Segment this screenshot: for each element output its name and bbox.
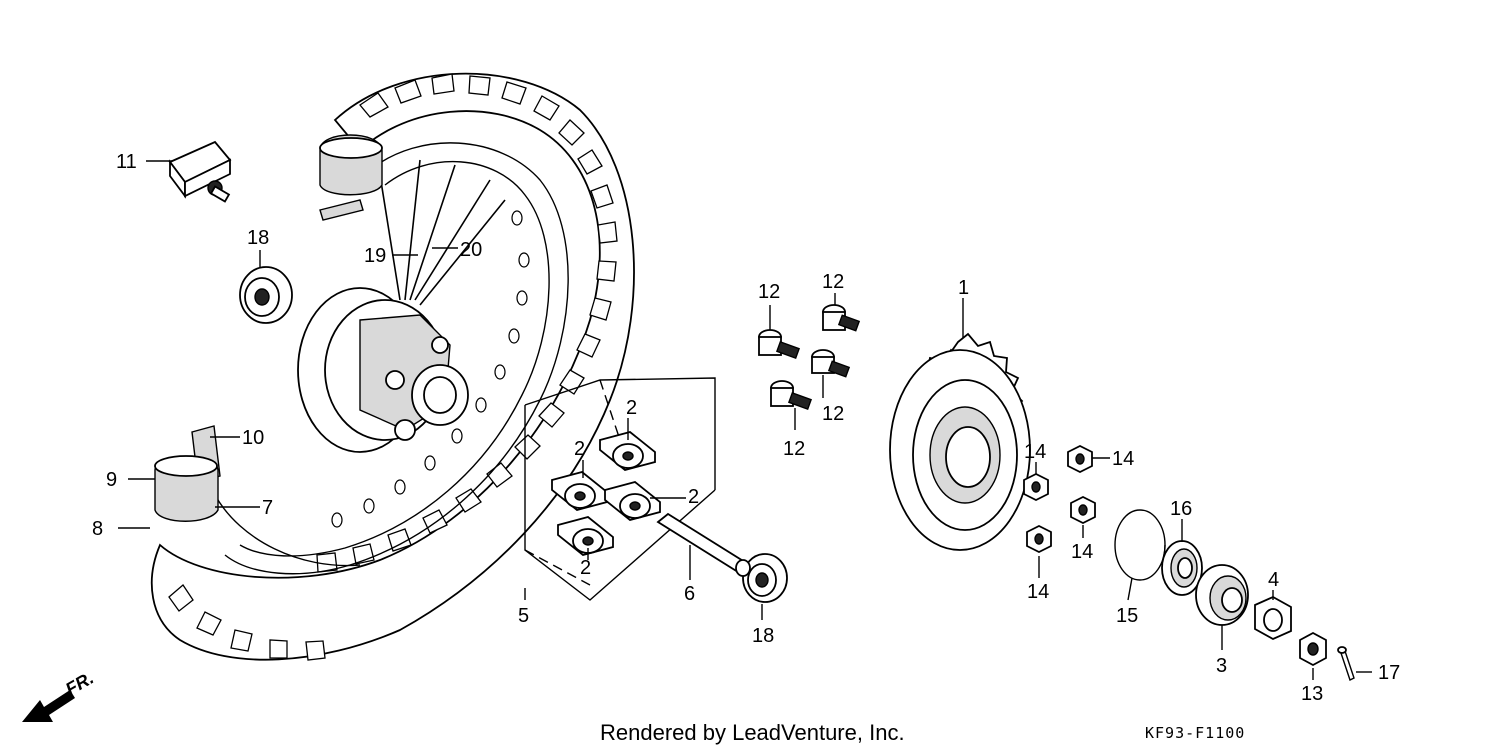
stud-2 [758, 329, 801, 360]
rim-band-upper [319, 199, 364, 221]
callout-5: 5 [518, 605, 529, 627]
tube-upper-opening [319, 137, 383, 159]
callout-14-b: 14 [1024, 441, 1046, 463]
flange [1195, 564, 1249, 626]
cotter-pin [1337, 646, 1355, 681]
sprocket [889, 332, 1031, 551]
callout-8: 8 [92, 518, 103, 540]
callout-18-left: 18 [247, 227, 269, 249]
tire-tread [168, 73, 618, 661]
damper-4 [557, 516, 614, 556]
nut-2 [1023, 472, 1049, 502]
callout-20: 20 [460, 239, 482, 261]
callout-12-b: 12 [822, 271, 844, 293]
rim-inner [239, 160, 550, 557]
stud-1 [822, 304, 861, 332]
callout-14-d: 14 [1027, 581, 1049, 603]
stud-4 [770, 380, 813, 411]
wheel-assembly [150, 72, 635, 661]
bearing-right [742, 553, 788, 603]
callout-9: 9 [106, 469, 117, 491]
damper-1 [599, 431, 656, 471]
nut-3 [1070, 495, 1096, 525]
front-arrow-icon [22, 690, 75, 722]
callout-12-a: 12 [758, 281, 780, 303]
nut-4 [1026, 524, 1052, 554]
callout-12-d: 12 [783, 438, 805, 460]
callout-7: 7 [262, 497, 273, 519]
callout-2-top: 2 [626, 397, 637, 419]
callout-2-bottom: 2 [580, 557, 591, 579]
castle-nut [1299, 631, 1327, 667]
bearing-left [239, 266, 293, 324]
callout-13: 13 [1301, 683, 1323, 705]
circlip [1114, 509, 1166, 581]
stud-3 [811, 349, 851, 378]
rim-band [214, 494, 361, 567]
tire [150, 72, 635, 661]
callout-10: 10 [242, 427, 264, 449]
front-direction-indicator: FR. [22, 668, 97, 722]
damper-2 [551, 471, 608, 511]
spokes [379, 159, 506, 306]
callout-17: 17 [1378, 662, 1400, 684]
callout-12-c: 12 [822, 403, 844, 425]
callout-18-right: 18 [752, 625, 774, 647]
callout-14-a: 14 [1112, 448, 1134, 470]
callout-19: 19 [364, 245, 386, 267]
damper-3 [604, 481, 661, 521]
callout-2-left: 2 [574, 438, 585, 460]
callouts: 1 2 2 2 2 3 4 5 6 7 8 9 10 11 12 12 12 1… [92, 151, 1400, 705]
callout-1: 1 [958, 277, 969, 299]
nut-1 [1067, 444, 1093, 474]
collar [656, 512, 751, 577]
tube-opening [154, 455, 218, 477]
callout-14-c: 14 [1071, 541, 1093, 563]
leader-lines [118, 160, 1372, 680]
callout-2-right: 2 [688, 486, 699, 508]
callout-3: 3 [1216, 655, 1227, 677]
callout-15: 15 [1116, 605, 1138, 627]
diagram-code: KF93-F1100 [1145, 724, 1245, 742]
credit-text: Rendered by LeadVenture, Inc. [600, 720, 905, 745]
damper-group [524, 377, 716, 601]
axle-collar [1254, 595, 1292, 641]
hub [297, 287, 469, 453]
rim-spoke-holes [331, 210, 530, 528]
callout-11: 11 [116, 151, 137, 173]
callout-6: 6 [684, 583, 695, 605]
rim-lock [168, 140, 232, 203]
bearing-16 [1161, 540, 1203, 596]
callout-4: 4 [1268, 569, 1279, 591]
callout-16: 16 [1170, 498, 1192, 520]
